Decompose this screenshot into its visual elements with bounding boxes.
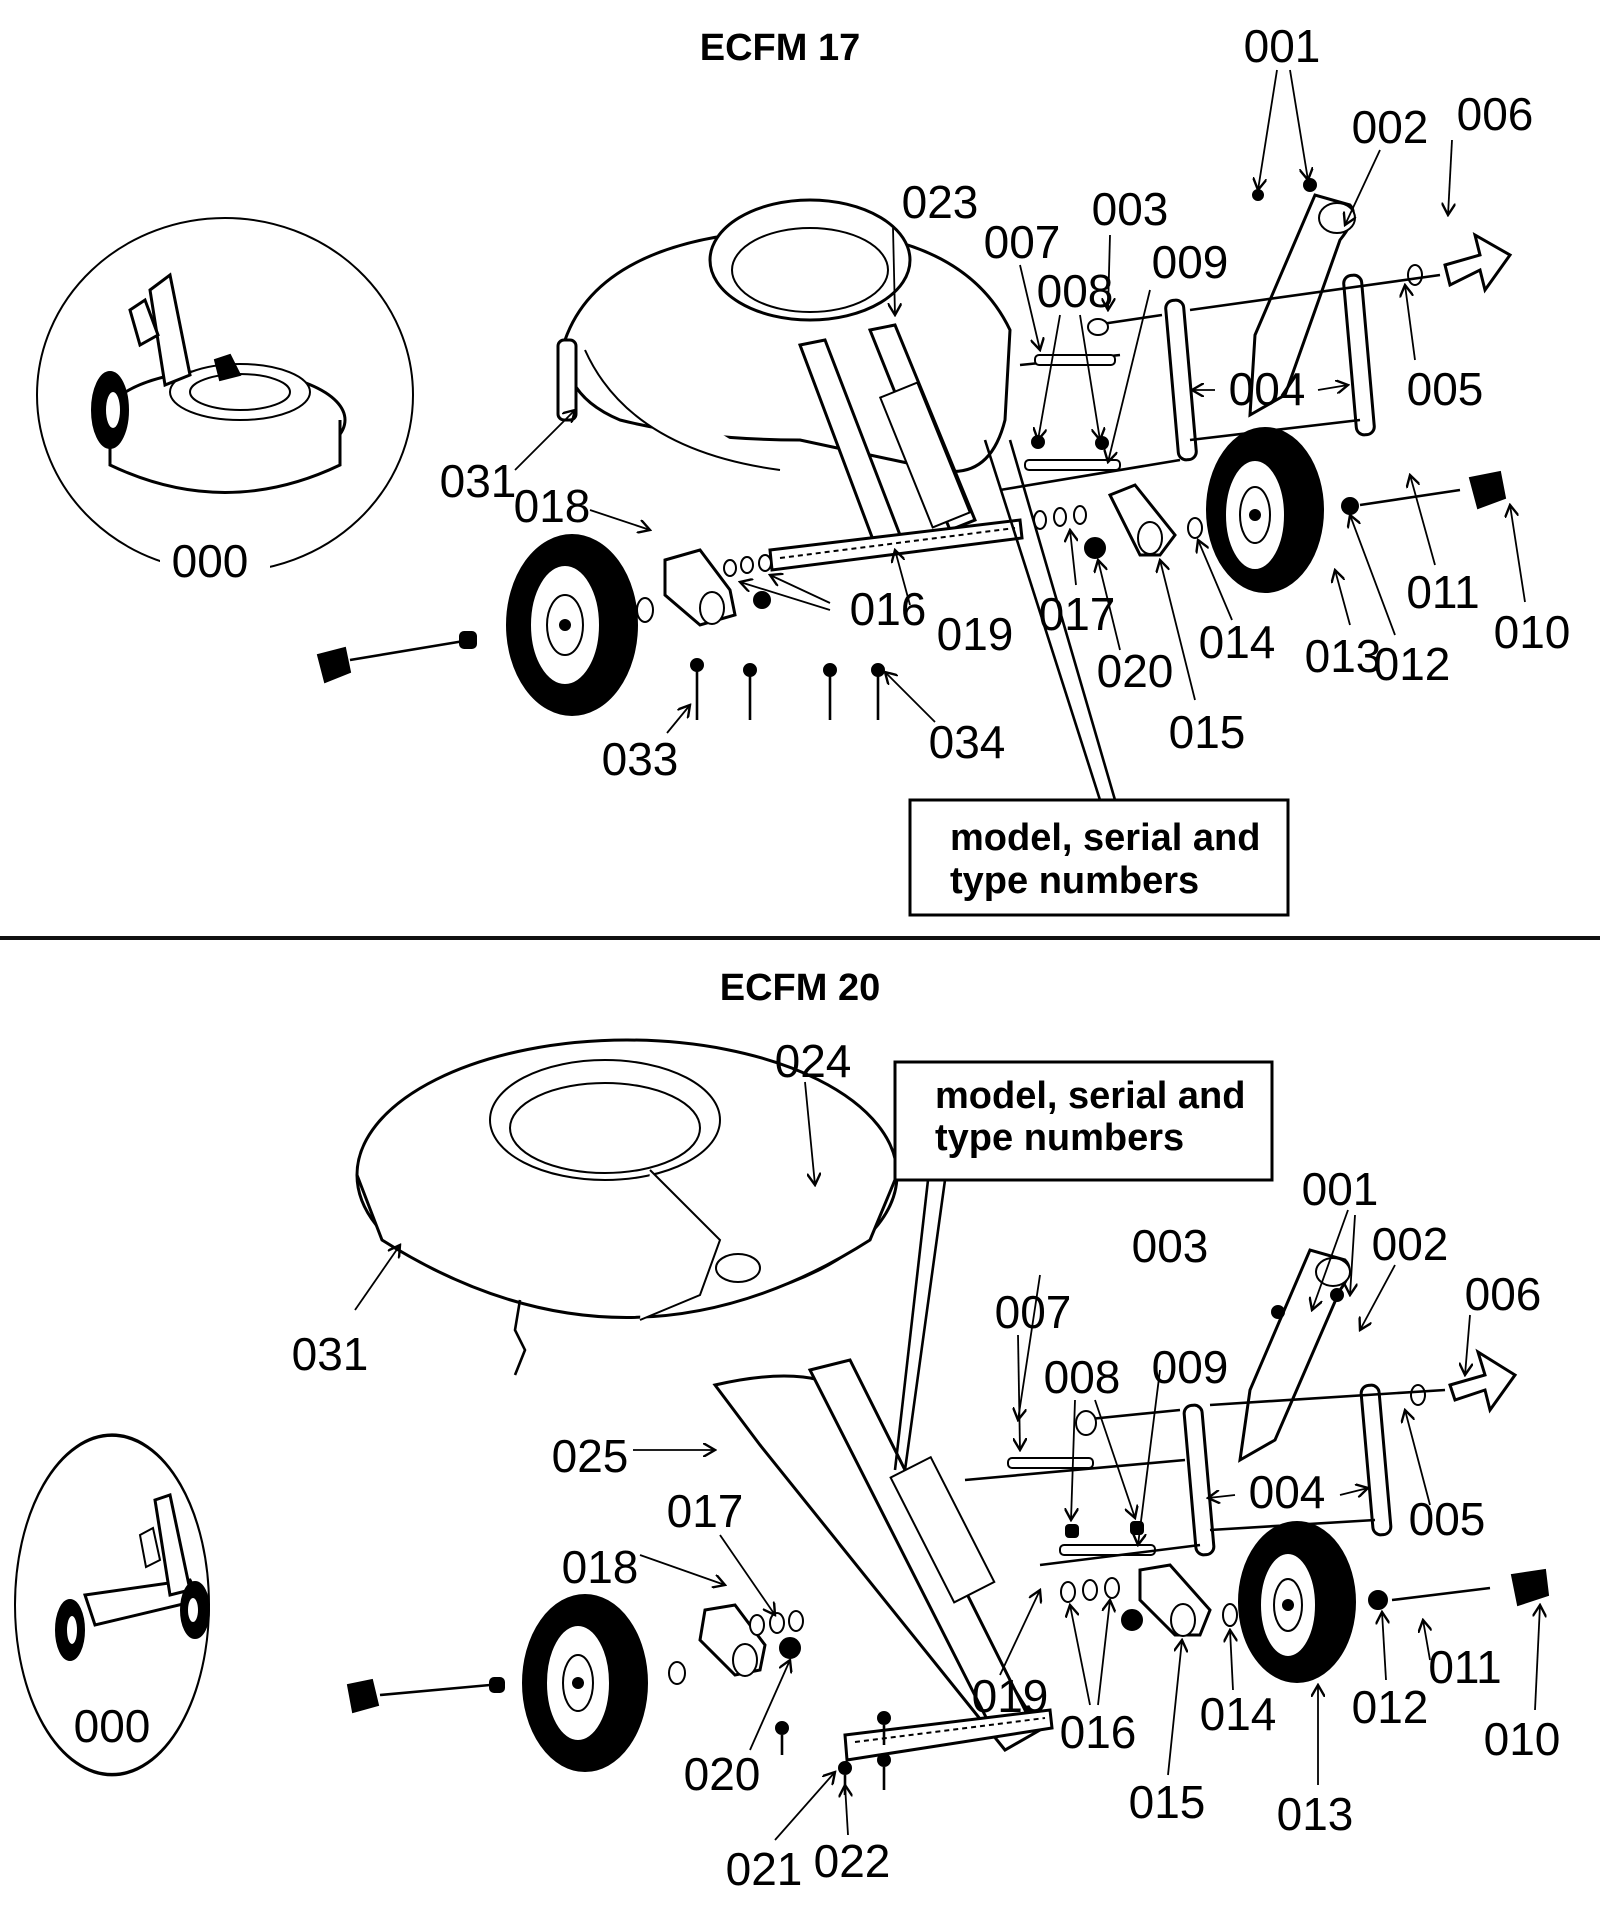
callout-label: 003: [1092, 183, 1169, 235]
inset-overview-circle: 000: [14, 1433, 210, 1777]
callout-label: 022: [814, 1835, 891, 1887]
model-serial-note-box: model, serial and type numbers: [893, 1060, 1274, 1182]
chassis-frame-025: [712, 1358, 1054, 1762]
section-title: ECFM 17: [700, 27, 860, 69]
wheel-bracket-right: [1033, 483, 1177, 559]
callout-label: 011: [1406, 566, 1479, 618]
callout-label: 020: [684, 1748, 761, 1800]
callout-label: 000: [74, 1700, 151, 1752]
wheel-left: [316, 534, 654, 716]
note-line-1: model, serial and: [950, 817, 1260, 859]
wheel-bracket-left: [663, 548, 772, 627]
callout-label: 033: [602, 733, 679, 785]
callout-label: 020: [1097, 645, 1174, 697]
callout-label: 010: [1484, 1713, 1561, 1765]
wheel-right: [1187, 427, 1507, 593]
callout-label: 016: [850, 583, 927, 635]
deck-housing-023: [556, 198, 1012, 473]
callout-labels: 001 002 003 004 005 006 007 008 009 010 …: [440, 20, 1571, 785]
callout-label: 010: [1494, 606, 1571, 658]
callout-label: 014: [1200, 1688, 1277, 1740]
callout-label: 018: [514, 480, 591, 532]
deck-housing-024: [355, 1038, 899, 1376]
callout-label: 001: [1302, 1163, 1379, 1215]
inset-overview-circle: 000: [36, 217, 414, 587]
inset-mower-illustration: [91, 272, 347, 494]
callout-label: 011: [1428, 1641, 1501, 1693]
callout-label: 021: [726, 1843, 803, 1895]
wheel-bracket-left: [698, 1603, 804, 1677]
callout-label: 024: [775, 1035, 852, 1087]
callout-label: 017: [1039, 588, 1116, 640]
leader-lines: [514, 69, 1526, 734]
wheel-bracket-right: [1060, 1563, 1212, 1637]
callout-label: 018: [562, 1541, 639, 1593]
callout-label: 007: [995, 1286, 1072, 1338]
callout-label: 006: [1457, 88, 1534, 140]
callout-label: 023: [902, 176, 979, 228]
callout-label: 008: [1044, 1351, 1121, 1403]
inset-mower-illustration: [55, 1493, 210, 1661]
callout-label: 013: [1277, 1788, 1354, 1840]
callout-label: 031: [440, 455, 517, 507]
model-serial-note-box: model, serial and type numbers: [908, 798, 1290, 917]
callout-label: 005: [1407, 363, 1484, 415]
callout-label: 015: [1129, 1776, 1206, 1828]
callout-label: 025: [552, 1430, 629, 1482]
studs-021-022: [775, 1711, 891, 1795]
wheel-right: [1222, 1521, 1550, 1683]
callout-label: 031: [292, 1328, 369, 1380]
callout-label: 007: [984, 216, 1061, 268]
callout-label: 009: [1152, 236, 1229, 288]
note-line-1: model, serial and: [935, 1075, 1245, 1117]
callout-label: 013: [1305, 630, 1382, 682]
note-line-2: type numbers: [950, 860, 1199, 902]
callout-label: 009: [1152, 1341, 1229, 1393]
wheel-left: [346, 1594, 686, 1772]
callout-label: 000: [172, 535, 249, 587]
callout-label: 034: [929, 716, 1006, 768]
callout-label: 001: [1244, 20, 1321, 72]
callout-label: 005: [1409, 1493, 1486, 1545]
callout-label: 019: [937, 608, 1014, 660]
note-pointer: [893, 1179, 947, 1471]
callout-label: 008: [1037, 265, 1114, 317]
leader-lines: [354, 1081, 1540, 1841]
callout-label: 002: [1372, 1218, 1449, 1270]
note-pointer: [983, 439, 1117, 801]
callout-label: 012: [1374, 638, 1451, 690]
section-title: ECFM 20: [720, 967, 880, 1009]
section-ecfm20: ECFM 20: [14, 967, 1561, 1895]
callout-label: 004: [1249, 1466, 1326, 1518]
studs-033-034: [690, 658, 885, 720]
callout-labels: 001 002 003 004 005 006 007 008 009 010 …: [292, 1035, 1561, 1895]
callout-label: 019: [972, 1670, 1049, 1722]
callout-label: 004: [1229, 363, 1306, 415]
callout-label: 012: [1352, 1681, 1429, 1733]
note-line-2: type numbers: [935, 1117, 1184, 1159]
callout-label: 017: [667, 1485, 744, 1537]
callout-label: 015: [1169, 706, 1246, 758]
callout-label: 014: [1199, 616, 1276, 668]
callout-label: 002: [1352, 101, 1429, 153]
section-ecfm17: ECFM 17 000: [36, 20, 1571, 917]
callout-label: 006: [1465, 1268, 1542, 1320]
callout-label: 003: [1132, 1220, 1209, 1272]
callout-label: 016: [1060, 1706, 1137, 1758]
